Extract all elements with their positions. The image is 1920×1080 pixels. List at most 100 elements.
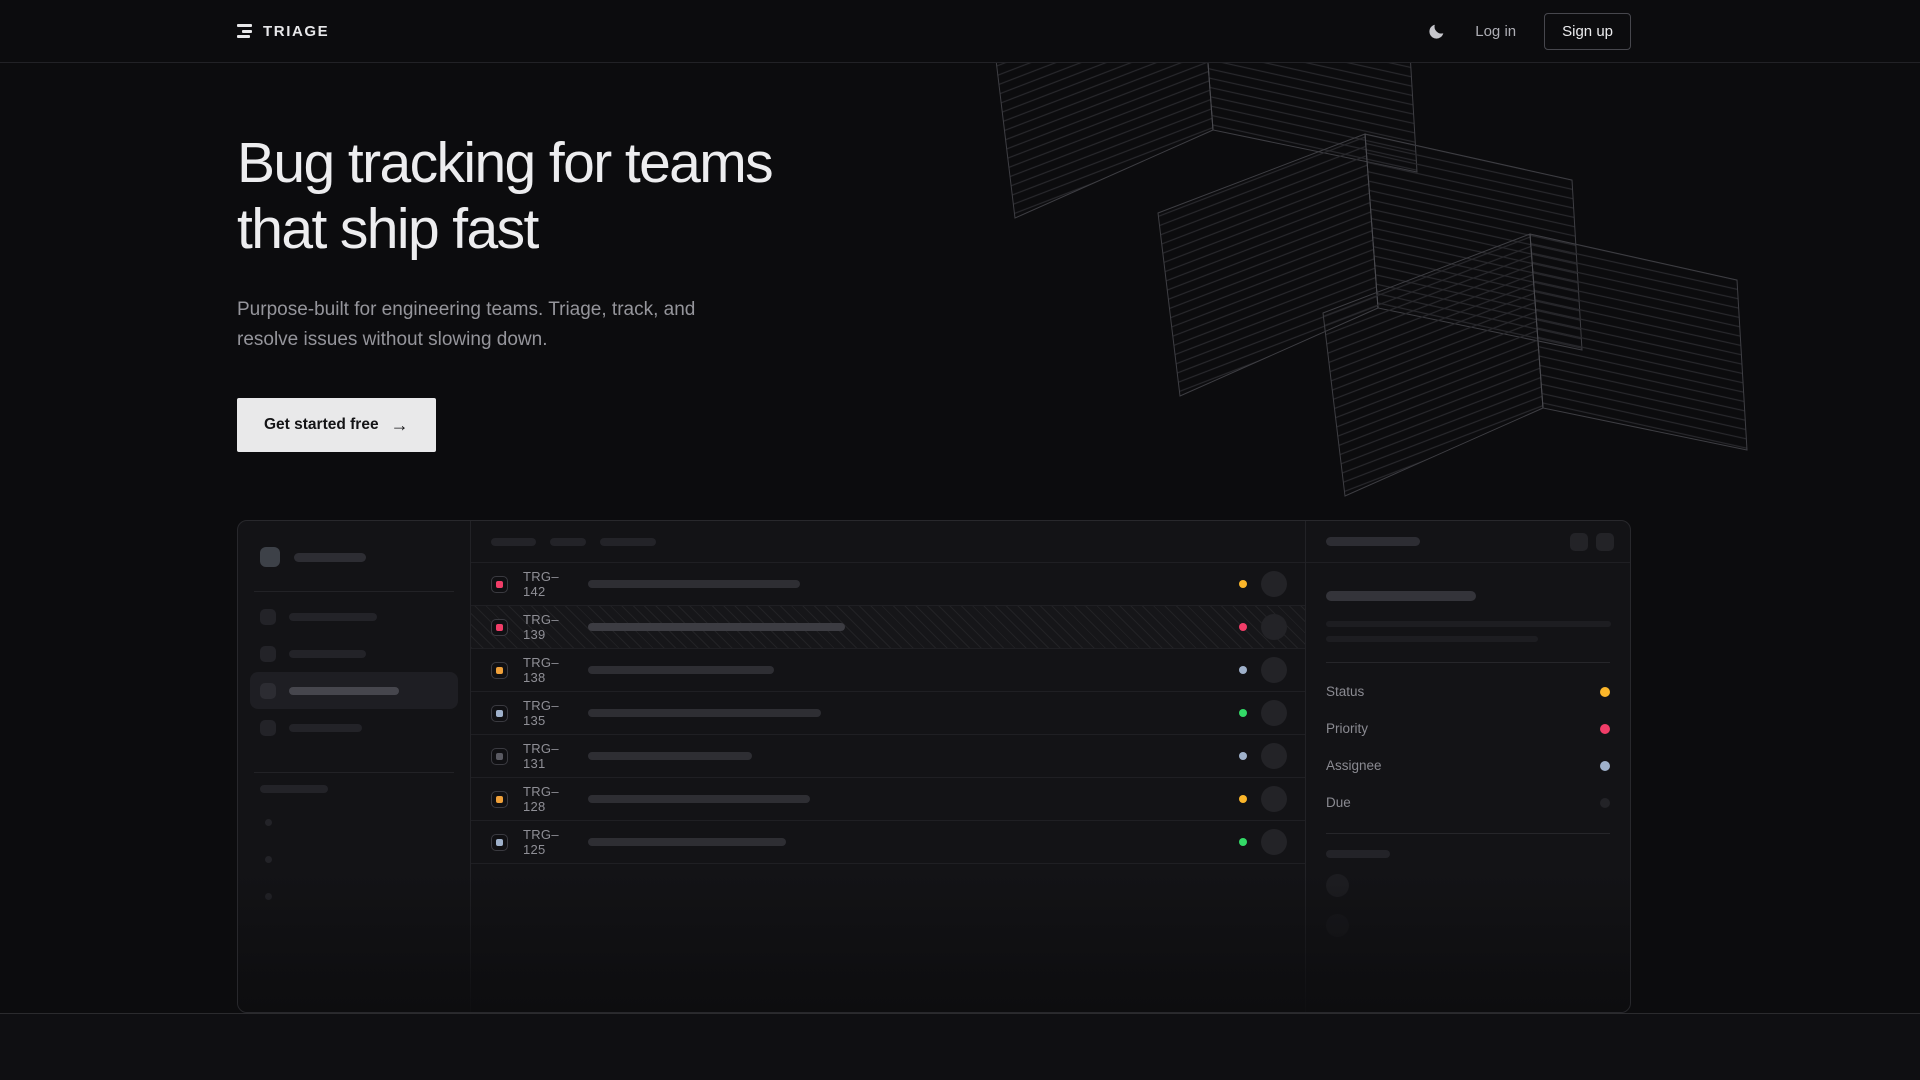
login-link[interactable]: Log in	[1475, 22, 1517, 40]
signup-button[interactable]: Sign up	[1544, 12, 1631, 50]
theme-toggle-button[interactable]	[1425, 20, 1447, 42]
detail-title-skeleton	[1326, 591, 1476, 601]
sidebar-skeleton-item	[250, 709, 458, 746]
triage-logo-icon	[237, 24, 252, 38]
get-started-button[interactable]: Get started free →	[237, 398, 436, 452]
app-mockup: TRG–142 TRG–139 TRG–138 TRG–135 TRG–131	[237, 520, 1631, 1013]
top-nav: TRIAGE Log in Sign up	[0, 0, 1920, 63]
nav-icon-placeholder	[260, 608, 276, 625]
issue-avatar	[1261, 657, 1287, 683]
comment-avatar	[1326, 874, 1349, 897]
nav-icon-placeholder	[260, 645, 276, 662]
property-row: Assignee	[1326, 747, 1610, 784]
property-value-dot	[1600, 797, 1610, 808]
section-divider	[0, 1013, 1920, 1014]
issue-title-skeleton	[588, 838, 786, 846]
issue-id: TRG–128	[523, 784, 559, 814]
issue-row: TRG–131	[471, 735, 1305, 778]
property-label: Due	[1326, 795, 1351, 810]
issue-avatar	[1261, 786, 1287, 812]
issue-status-dot	[1239, 709, 1247, 717]
detail-panel-body: Status Priority Assignee Due	[1306, 563, 1630, 937]
mockup-sidebar-nav	[250, 598, 458, 746]
divider	[1326, 833, 1610, 834]
issue-title-skeleton	[588, 709, 821, 717]
issue-avatar	[1261, 700, 1287, 726]
mockup-issue-list: TRG–142 TRG–139 TRG–138 TRG–135 TRG–131	[471, 521, 1305, 1012]
issue-id: TRG–142	[523, 569, 559, 599]
sidebar-section-label	[260, 785, 448, 793]
issue-id: TRG–131	[523, 741, 559, 771]
property-row: Priority	[1326, 710, 1610, 747]
workspace-avatar	[260, 547, 280, 567]
nav-icon-placeholder	[260, 682, 276, 699]
issue-avatar	[1261, 829, 1287, 855]
property-row: Due	[1326, 784, 1610, 821]
issue-id: TRG–125	[523, 827, 559, 857]
issue-avatar	[1261, 571, 1287, 597]
divider	[254, 591, 454, 592]
issue-id: TRG–138	[523, 655, 559, 685]
issue-avatar	[1261, 614, 1287, 640]
mockup-sidebar	[238, 521, 471, 1012]
sidebar-skeleton-item	[250, 635, 458, 672]
sidebar-bullet	[265, 856, 272, 863]
nav-icon-placeholder	[260, 719, 276, 736]
brand[interactable]: TRIAGE	[237, 23, 329, 40]
property-value-dot	[1600, 686, 1610, 697]
mockup-detail-panel: Status Priority Assignee Due	[1305, 521, 1630, 1012]
cta-label: Get started free	[264, 416, 379, 433]
issue-row: TRG–139	[471, 606, 1305, 649]
issue-type-icon	[491, 618, 508, 636]
sidebar-bullet	[265, 819, 272, 826]
property-label: Status	[1326, 684, 1365, 699]
panel-action-placeholder	[1596, 532, 1614, 551]
property-value-dot	[1600, 723, 1610, 734]
brand-name: TRIAGE	[263, 22, 330, 40]
issue-list-header	[471, 521, 1305, 563]
property-rows: Status Priority Assignee Due	[1326, 673, 1610, 821]
issue-type-icon	[491, 661, 508, 679]
issue-type-icon	[491, 833, 508, 851]
activity-section-label	[1326, 850, 1390, 858]
comment-avatar	[1326, 914, 1349, 937]
issue-status-dot	[1239, 838, 1247, 846]
property-label: Priority	[1326, 721, 1369, 736]
property-value-dot	[1600, 760, 1610, 771]
issue-row: TRG–128	[471, 778, 1305, 821]
issue-id: TRG–139	[523, 612, 559, 642]
issue-title-skeleton	[588, 580, 800, 588]
issue-row: TRG–138	[471, 649, 1305, 692]
issue-title-skeleton	[588, 752, 752, 760]
hero-subtitle: Purpose-built for engineering teams. Tri…	[237, 299, 696, 350]
issue-title-skeleton	[588, 666, 774, 674]
property-label: Assignee	[1326, 758, 1382, 773]
issue-rows: TRG–142 TRG–139 TRG–138 TRG–135 TRG–131	[471, 563, 1305, 864]
issue-type-icon	[491, 575, 508, 593]
issue-row: TRG–135	[471, 692, 1305, 735]
issue-type-icon	[491, 747, 508, 765]
arrow-right-icon: →	[390, 414, 409, 435]
panel-action-placeholder	[1570, 532, 1588, 551]
sidebar-skeleton-item-active	[250, 672, 458, 709]
issue-id: TRG–135	[523, 698, 559, 728]
issue-status-dot	[1239, 666, 1247, 674]
sidebar-skeleton-item	[250, 598, 458, 635]
mockup-workspace-switcher	[260, 547, 448, 567]
detail-panel-header	[1306, 521, 1630, 563]
issue-row: TRG–125	[471, 821, 1305, 864]
issue-type-icon	[491, 704, 508, 722]
issue-title-skeleton	[588, 795, 810, 803]
issue-status-dot	[1239, 795, 1247, 803]
issue-avatar	[1261, 743, 1287, 769]
footer	[0, 1014, 1920, 1080]
issue-status-dot	[1239, 623, 1247, 631]
divider	[254, 772, 454, 773]
moon-icon	[1429, 24, 1444, 39]
property-row: Status	[1326, 673, 1610, 710]
issue-title-skeleton	[588, 623, 845, 631]
issue-status-dot	[1239, 752, 1247, 760]
divider	[1326, 662, 1610, 663]
